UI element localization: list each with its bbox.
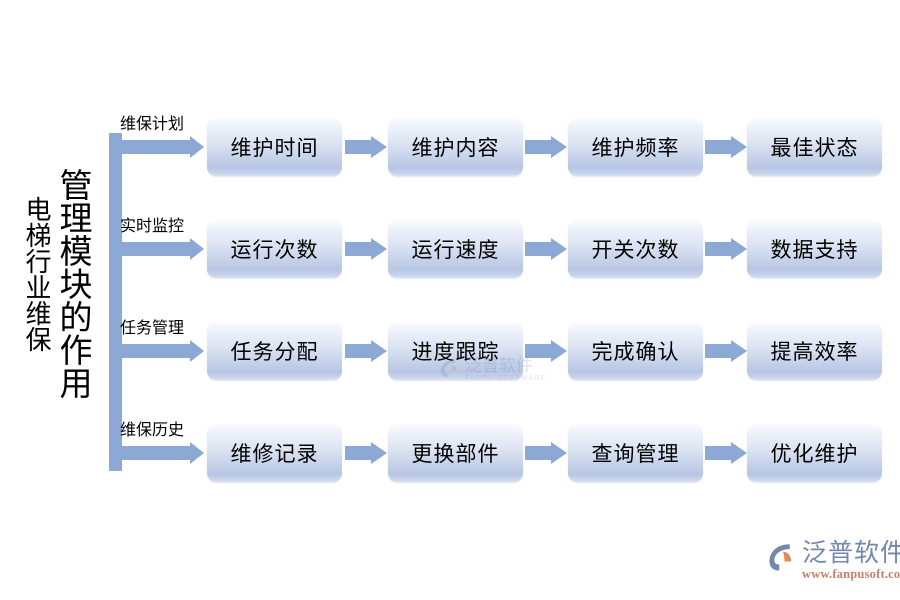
connector-1-3 (705, 136, 747, 158)
node-1-3[interactable]: 维护频率 (568, 118, 703, 176)
logo-company-name: 泛普软件 (802, 539, 900, 567)
branch-label-1: 维保计划 (120, 116, 185, 133)
node-4-1[interactable]: 维修记录 (207, 424, 342, 482)
logo-url: www.fanpusoft.com (802, 567, 900, 582)
branch-arrow-3 (109, 340, 205, 362)
node-3-4[interactable]: 提高效率 (747, 322, 882, 380)
node-1-1[interactable]: 维护时间 (207, 118, 342, 176)
node-label: 更换部件 (411, 443, 500, 466)
node-2-4[interactable]: 数据支持 (747, 220, 882, 278)
node-4-3[interactable]: 查询管理 (568, 424, 703, 482)
connector-3-3 (705, 340, 747, 362)
node-label: 优化维护 (770, 443, 859, 466)
node-3-3[interactable]: 完成确认 (568, 322, 703, 380)
node-label: 开关次数 (591, 239, 680, 262)
node-label: 维护内容 (411, 137, 500, 160)
connector-3-1 (345, 340, 387, 362)
connector-4-1 (345, 442, 387, 464)
branch-label-4: 维保历史 (120, 422, 185, 439)
diagram-title-sub: 电梯行业维保 (22, 196, 52, 352)
branch-label-3: 任务管理 (120, 320, 185, 337)
branch-arrow-1 (109, 136, 205, 158)
node-label: 维修记录 (230, 443, 319, 466)
node-label: 查询管理 (591, 443, 680, 466)
node-label: 任务分配 (230, 341, 319, 364)
node-2-1[interactable]: 运行次数 (207, 220, 342, 278)
node-2-2[interactable]: 运行速度 (388, 220, 523, 278)
node-label: 运行次数 (230, 239, 319, 262)
node-4-2[interactable]: 更换部件 (388, 424, 523, 482)
node-label: 提高效率 (770, 341, 859, 364)
brand-logo: 泛普软件 www.fanpusoft.com (768, 540, 900, 582)
node-3-1[interactable]: 任务分配 (207, 322, 342, 380)
node-label: 维护时间 (230, 137, 319, 160)
node-label: 完成确认 (591, 341, 680, 364)
connector-1-2 (525, 136, 567, 158)
connector-4-3 (705, 442, 747, 464)
branch-arrow-4 (109, 442, 205, 464)
node-label: 维护频率 (591, 137, 680, 160)
connector-2-1 (345, 238, 387, 260)
connector-4-2 (525, 442, 567, 464)
connector-2-3 (705, 238, 747, 260)
fanpu-logo-mark-icon (768, 542, 798, 577)
node-1-4[interactable]: 最佳状态 (747, 118, 882, 176)
node-label: 进度跟踪 (411, 341, 500, 364)
branch-label-2: 实时监控 (120, 218, 185, 235)
node-3-2[interactable]: 进度跟踪 (388, 322, 523, 380)
node-2-3[interactable]: 开关次数 (568, 220, 703, 278)
diagram-title-main: 管理模块的作用 (55, 168, 92, 399)
connector-2-2 (525, 238, 567, 260)
trunk-connector (109, 133, 122, 471)
node-label: 数据支持 (770, 239, 859, 262)
node-label: 运行速度 (411, 239, 500, 262)
node-4-4[interactable]: 优化维护 (747, 424, 882, 482)
connector-3-2 (525, 340, 567, 362)
branch-arrow-2 (109, 238, 205, 260)
connector-1-1 (345, 136, 387, 158)
node-label: 最佳状态 (770, 137, 859, 160)
logo-text-block: 泛普软件 www.fanpusoft.com (802, 540, 900, 582)
node-1-2[interactable]: 维护内容 (388, 118, 523, 176)
